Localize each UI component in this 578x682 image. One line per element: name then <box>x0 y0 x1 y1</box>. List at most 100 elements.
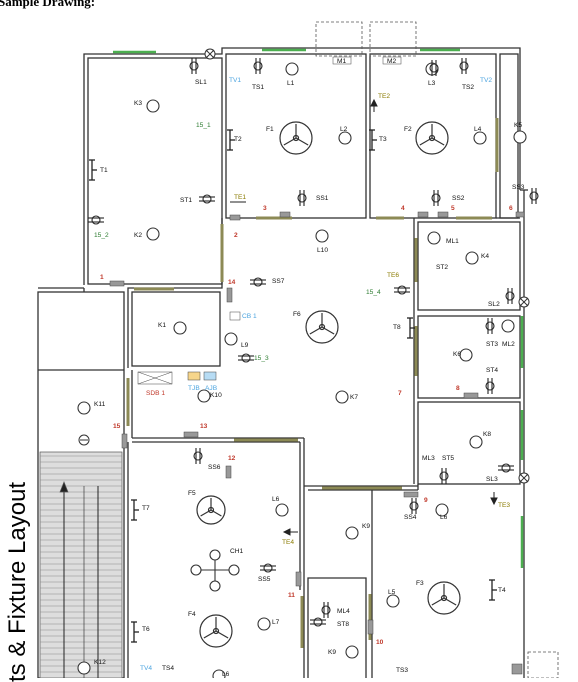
stair-block-walls <box>37 291 125 678</box>
label-k3: K3 <box>134 100 142 107</box>
light-icon <box>513 130 527 144</box>
ceiling-fan-icon <box>415 121 449 155</box>
label-st3: ST3 <box>486 341 498 348</box>
balcony-2 <box>369 21 417 57</box>
light-icon <box>335 390 349 404</box>
staircase <box>39 451 123 678</box>
socket-icon <box>260 563 276 573</box>
light-icon <box>77 661 91 675</box>
label-l7: L7 <box>272 619 280 626</box>
socket-icon <box>199 194 215 204</box>
label-ml2: ML2 <box>502 341 515 348</box>
point-5: 5 <box>451 205 455 212</box>
chandelier <box>190 549 240 592</box>
label-ml1: ML1 <box>446 238 459 245</box>
ceiling-fan-icon <box>279 121 313 155</box>
switch-plates <box>109 56 525 675</box>
balcony-3 <box>527 651 559 678</box>
ceiling-fan-icon <box>199 614 233 648</box>
label-st8: ST8 <box>337 621 349 628</box>
hall-wall-west <box>127 218 223 368</box>
label-tv1: TV1 <box>229 77 241 84</box>
light-icon <box>315 229 329 243</box>
label-l2: L2 <box>340 126 348 133</box>
switch-icon <box>529 188 539 204</box>
label-m2: M2 <box>387 58 396 65</box>
label-sl1: SL1 <box>195 79 207 86</box>
socket-icon <box>238 353 254 363</box>
label-ajb: AJB <box>205 385 218 392</box>
label-ss7: SS7 <box>272 278 285 285</box>
label-k2: K2 <box>134 232 142 239</box>
label-l6-c: L6 <box>222 671 230 678</box>
switch-icon <box>321 602 331 618</box>
label-k6: K6 <box>453 351 461 358</box>
windows <box>113 48 524 568</box>
label-st5: ST5 <box>442 455 454 462</box>
socket-icon <box>88 215 104 225</box>
tube-light-icon <box>131 499 139 521</box>
lights <box>77 62 527 678</box>
light-icon <box>146 227 160 241</box>
label-t2: T2 <box>234 136 242 143</box>
point-9: 9 <box>424 497 428 504</box>
label-tjb: TJB <box>188 385 200 392</box>
label-ss3: SS3 <box>512 184 525 191</box>
label-ss6: SS6 <box>208 464 221 471</box>
label-k10: K10 <box>210 392 222 399</box>
label-sl3: SL3 <box>486 476 498 483</box>
label-l3: L3 <box>428 80 436 87</box>
label-l5: L5 <box>388 589 396 596</box>
label-k9-a: K9 <box>362 523 370 530</box>
label-te6: TE6 <box>387 272 399 279</box>
balcony-1 <box>315 21 363 57</box>
label-ts3: TS3 <box>396 667 408 674</box>
label-t6: T6 <box>142 626 150 633</box>
switch-icon <box>253 58 263 74</box>
switch-icon <box>485 378 495 394</box>
stair-body <box>39 451 123 678</box>
point-12: 12 <box>228 455 236 462</box>
light-icon <box>386 594 400 608</box>
tube-light-icon <box>489 579 497 601</box>
doors <box>126 118 499 648</box>
room-f1-walls <box>225 53 367 219</box>
switch-icon <box>439 468 449 484</box>
point-3: 3 <box>263 205 267 212</box>
label-tv2: TV2 <box>480 77 492 84</box>
light-icon <box>345 526 359 540</box>
point-15: 15 <box>113 423 121 430</box>
light-icon <box>212 669 226 678</box>
point-4: 4 <box>401 205 405 212</box>
socket-icon <box>310 617 326 627</box>
label-ts2: TS2 <box>462 84 474 91</box>
light-icon <box>338 131 352 145</box>
label-k7: K7 <box>350 394 358 401</box>
label-l9: L9 <box>241 342 249 349</box>
light-icon <box>77 401 91 415</box>
label-ch1: CH1 <box>230 548 244 555</box>
label-f3: F3 <box>416 580 424 587</box>
socket-icon <box>250 277 266 287</box>
ceiling-fan-icon <box>427 581 461 615</box>
switch-icon <box>485 318 495 334</box>
point-10: 10 <box>376 639 384 646</box>
label-f1: F1 <box>266 126 274 133</box>
point-1: 1 <box>100 274 104 281</box>
switch-icon <box>193 448 203 464</box>
label-f2: F2 <box>404 126 412 133</box>
fixture-labels: K3 K5 K2 K1 K4 K6 K7 K8 K9 K9 K10 K11 K1… <box>94 58 525 678</box>
tube-lights <box>89 129 497 643</box>
exhaust-fans <box>78 48 530 484</box>
switch-icon <box>505 288 515 304</box>
label-15-1: 15_1 <box>196 122 211 129</box>
label-te2: TE2 <box>378 93 390 100</box>
light-icon <box>473 131 487 145</box>
label-ss1: SS1 <box>316 195 329 202</box>
light-icon <box>275 503 289 517</box>
point-2: 2 <box>234 232 238 239</box>
label-k11: K11 <box>94 401 106 408</box>
label-t8: T8 <box>393 324 401 331</box>
tube-light-icon <box>131 621 139 643</box>
point-7: 7 <box>398 390 402 397</box>
